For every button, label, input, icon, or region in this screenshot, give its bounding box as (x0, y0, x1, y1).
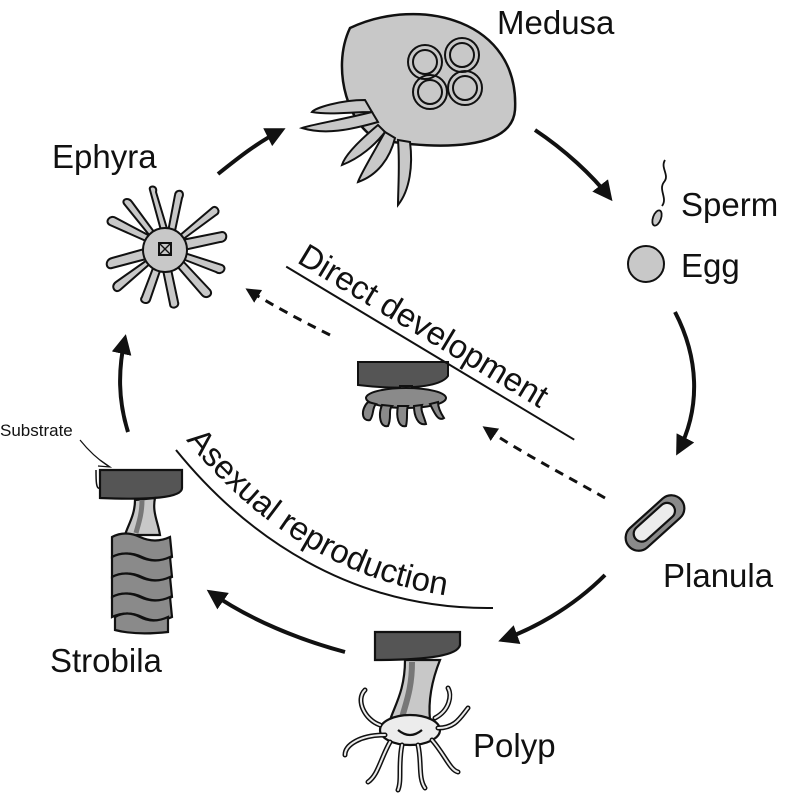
arrow-strobila-to-ephyra (111, 334, 132, 433)
arrow-medusa-to-gametes (533, 128, 613, 202)
sperm-drawing (651, 159, 667, 227)
asexual-reproduction-underline (175, 449, 494, 610)
direct-development-underline (285, 265, 575, 441)
dashed-arrows (245, 288, 606, 500)
arrow-egg-to-planula (673, 311, 697, 456)
arrow-polyp-to-strobila (206, 589, 346, 654)
label-asexual-reproduction: Asexual reproduction (181, 421, 451, 603)
planula-drawing (624, 494, 686, 552)
label-substrate: Substrate (0, 421, 73, 440)
strobila-drawing (95, 468, 184, 635)
label-medusa: Medusa (497, 4, 615, 41)
label-direct-development: Direct development (292, 236, 555, 414)
label-polyp: Polyp (473, 727, 556, 764)
egg-drawing (627, 245, 665, 283)
label-planula: Planula (663, 557, 774, 594)
ephyra-drawing (105, 185, 228, 309)
label-egg: Egg (681, 247, 740, 284)
label-ephyra: Ephyra (52, 138, 157, 175)
dashed-arrow-to-ephyra (245, 288, 331, 337)
label-sperm: Sperm (681, 186, 778, 223)
cycle-arrows (111, 128, 697, 654)
label-strobila: Strobila (50, 642, 163, 679)
dashed-arrow-to-direct-polyp (482, 426, 606, 500)
arrow-ephyra-to-medusa (216, 128, 286, 176)
medusa-drawing (298, 12, 517, 208)
arrow-planula-to-polyp (498, 573, 607, 645)
direct-development-polyp-drawing (357, 361, 449, 428)
polyp-drawing (342, 630, 471, 793)
